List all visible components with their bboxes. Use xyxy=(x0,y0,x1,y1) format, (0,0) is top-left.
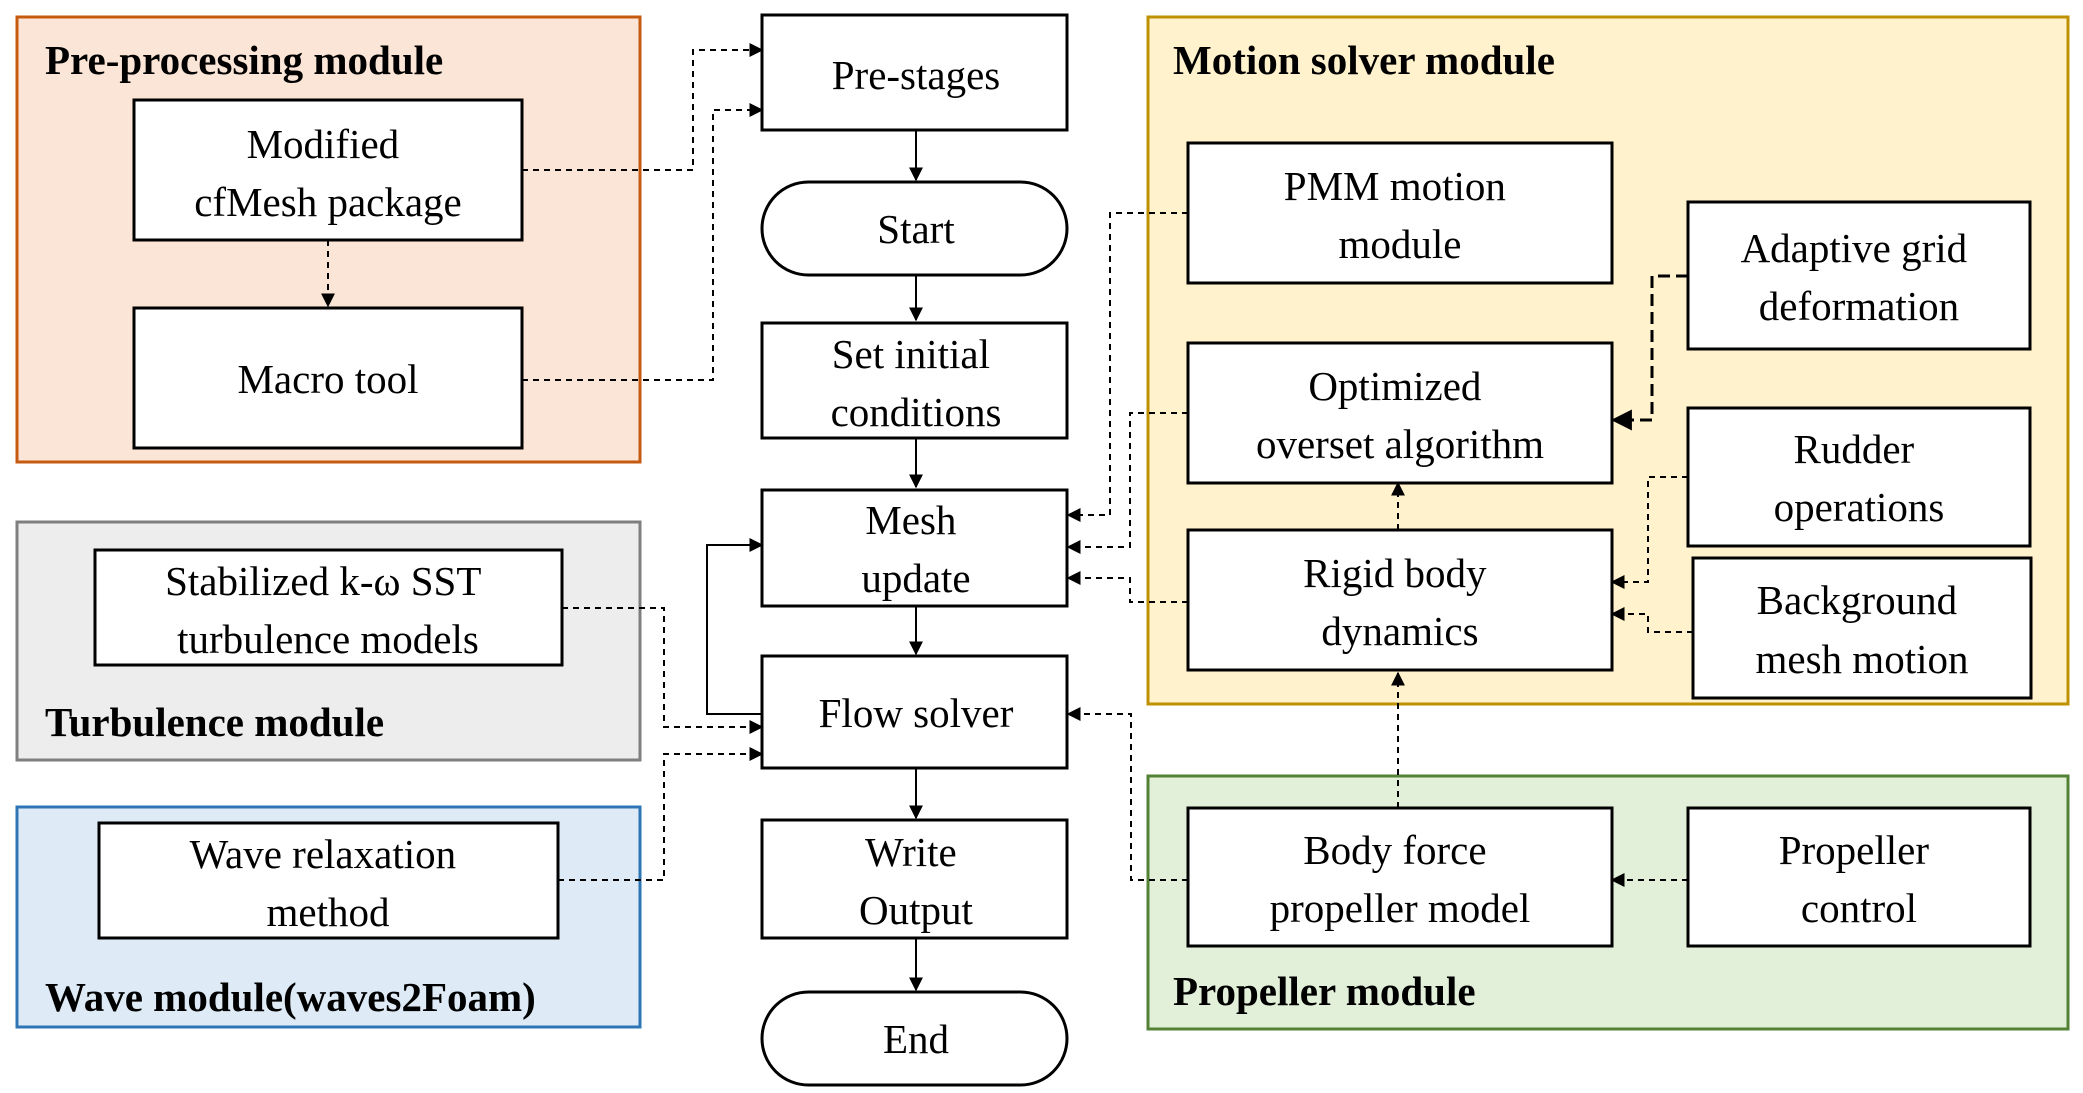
connector-pmm-to-mesh xyxy=(1066,212,1188,522)
label-prestages: Pre-stages xyxy=(832,52,1001,98)
turbulence-module-title: Turbulence module xyxy=(45,699,384,745)
label-adaptive: Adaptive grid deformation xyxy=(1741,225,1978,329)
label-macro: Macro tool xyxy=(237,356,418,402)
node-prop-control xyxy=(1686,806,2032,948)
dashed-connectors xyxy=(321,43,1693,887)
node-wave-relax xyxy=(97,821,560,940)
label-write-output: Write Output xyxy=(859,829,974,933)
connector-rudder-to-rigid xyxy=(1610,476,1688,589)
label-mesh-update: Mesh update xyxy=(861,497,970,601)
label-wave-relax: Wave relaxation method xyxy=(190,831,467,935)
label-prop-control: Propeller control xyxy=(1779,827,1940,931)
label-background: Background mesh motion xyxy=(1756,577,1969,682)
label-cfmesh: Modified cfMesh package xyxy=(194,121,462,225)
node-initial xyxy=(760,321,1069,440)
node-labels: Modified cfMesh package Macro tool Stabi… xyxy=(165,52,1978,1062)
flow-connectors xyxy=(706,130,923,992)
connector-bodyforce-to-flow xyxy=(1066,707,1188,881)
label-rigid: Rigid body dynamics xyxy=(1303,550,1497,654)
node-kwsst xyxy=(93,548,564,667)
connector-cfmesh-to-prestages xyxy=(522,43,764,171)
label-pmm: PMM motion module xyxy=(1284,163,1516,267)
node-cfmesh xyxy=(132,98,524,242)
node-mesh-update xyxy=(760,488,1069,608)
node-prestages xyxy=(760,13,1069,132)
node-pmm xyxy=(1186,141,1614,285)
node-start xyxy=(760,180,1069,277)
node-adaptive xyxy=(1686,200,2032,351)
motion-solver-module-title: Motion solver module xyxy=(1173,37,1555,83)
preprocessing-module-title: Pre-processing module xyxy=(45,37,443,83)
node-end xyxy=(760,990,1069,1087)
node-rigid xyxy=(1186,528,1614,672)
flow-loop-back xyxy=(706,538,764,715)
connector-background-to-rigid xyxy=(1610,607,1693,633)
connector-adaptive-to-overset xyxy=(1610,274,1688,431)
node-rudder xyxy=(1686,406,2032,548)
node-boxes xyxy=(93,13,2033,1087)
connector-rigid-to-mesh xyxy=(1066,571,1188,603)
node-write-output xyxy=(760,818,1069,940)
node-flow-solver xyxy=(760,654,1069,770)
wave-module-title: Wave module(waves2Foam) xyxy=(45,974,536,1020)
propeller-module-title: Propeller module xyxy=(1173,968,1476,1014)
connector-macro-to-prestages xyxy=(522,103,764,381)
connector-kwsst-to-flow xyxy=(562,607,764,734)
label-initial: Set initial conditions xyxy=(831,331,1002,435)
label-flow-solver: Flow solver xyxy=(819,690,1014,736)
node-overset xyxy=(1186,341,1614,485)
label-bodyforce: Body force propeller model xyxy=(1270,827,1531,931)
node-bodyforce xyxy=(1186,806,1614,948)
node-macro xyxy=(132,306,524,450)
connector-overset-to-mesh xyxy=(1066,412,1188,554)
label-overset: Optimized overset algorithm xyxy=(1256,363,1544,467)
label-start: Start xyxy=(877,206,955,252)
connector-wave-to-flow xyxy=(558,747,764,881)
label-end: End xyxy=(883,1016,949,1062)
label-rudder: Rudder operations xyxy=(1774,426,1945,530)
node-background xyxy=(1691,556,2033,700)
label-kwsst: Stabilized k-ω SST turbulence models xyxy=(165,558,491,662)
